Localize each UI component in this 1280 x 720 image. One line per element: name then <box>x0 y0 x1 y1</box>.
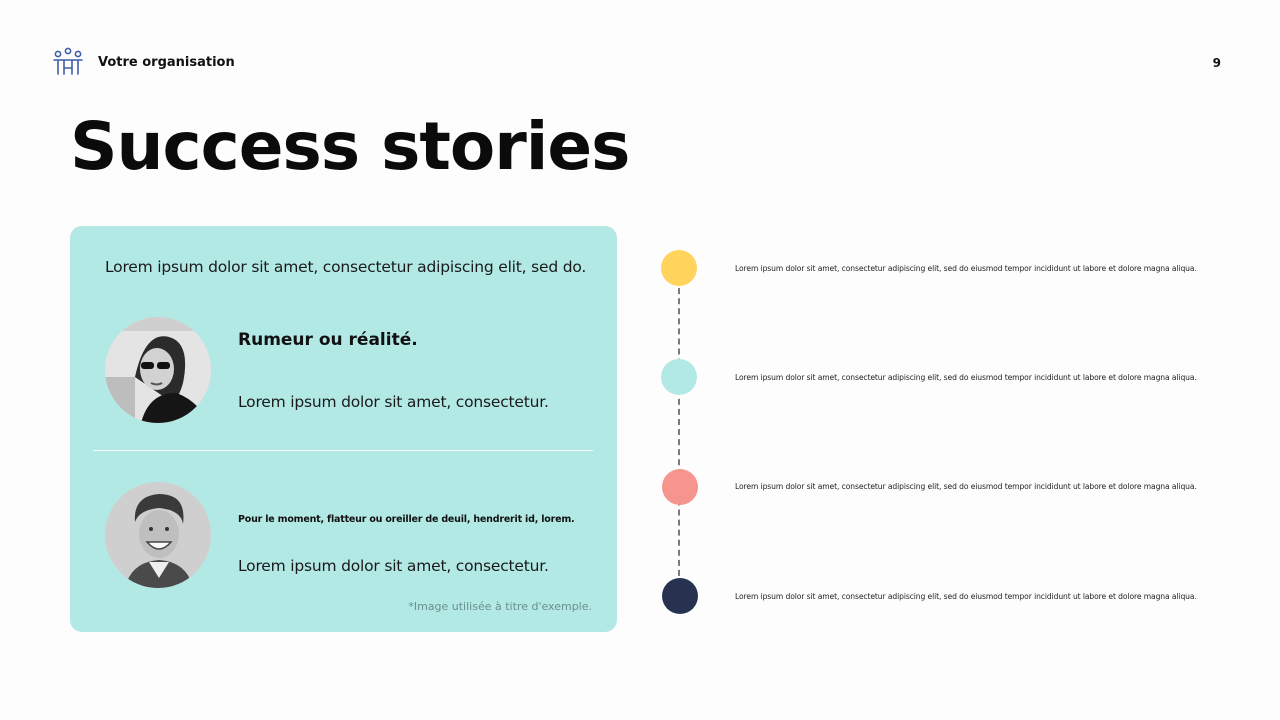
timeline-item-text: Lorem ipsum dolor sit amet, consectetur … <box>735 592 1197 601</box>
story-text: Lorem ipsum dolor sit amet, consectetur. <box>238 393 549 411</box>
timeline-dot <box>661 250 697 286</box>
timeline-dot <box>662 578 698 614</box>
timeline-dot <box>661 359 697 395</box>
header: Votre organisation <box>52 46 235 78</box>
man-portrait-photo <box>105 482 211 588</box>
timeline-connector <box>678 268 680 596</box>
timeline-dot <box>662 469 698 505</box>
page-title: Success stories <box>70 108 630 185</box>
story-heading: Rumeur ou réalité. <box>238 330 418 350</box>
organization-name: Votre organisation <box>98 54 235 70</box>
woman-portrait-photo <box>105 317 211 423</box>
timeline-item-text: Lorem ipsum dolor sit amet, consectetur … <box>735 264 1197 273</box>
divider <box>93 450 593 451</box>
timeline-item-text: Lorem ipsum dolor sit amet, consectetur … <box>735 373 1197 382</box>
story-text: Lorem ipsum dolor sit amet, consectetur. <box>238 557 549 575</box>
stories-card: Lorem ipsum dolor sit amet, consectetur … <box>70 226 617 632</box>
timeline-item-text: Lorem ipsum dolor sit amet, consectetur … <box>735 482 1197 491</box>
page-number: 9 <box>1212 56 1221 70</box>
image-disclaimer: *Image utilisée à titre d'exemple. <box>408 600 592 613</box>
card-intro-text: Lorem ipsum dolor sit amet, consectetur … <box>105 258 587 276</box>
people-group-icon <box>53 47 83 75</box>
story-heading: Pour le moment, flatteur ou oreiller de … <box>238 514 575 525</box>
